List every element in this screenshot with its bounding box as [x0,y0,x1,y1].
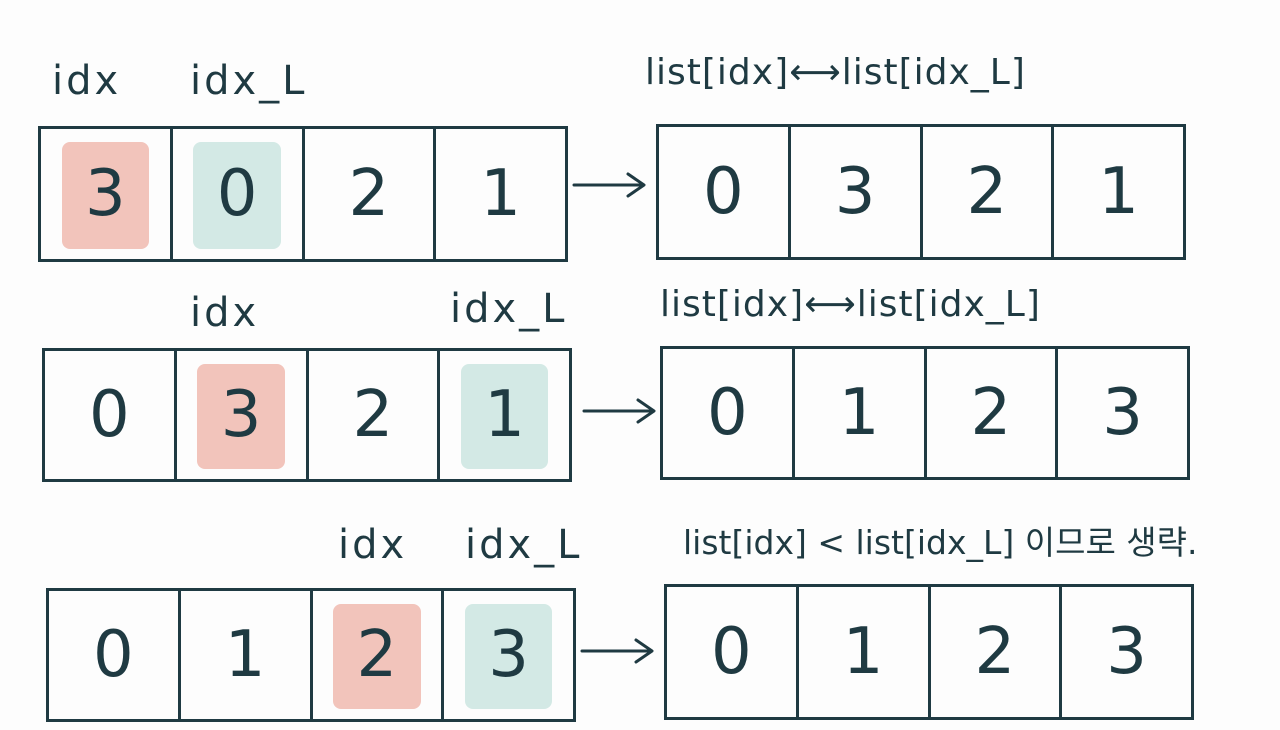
array-cell: 1 [1054,127,1183,257]
array-cell: 0 [663,349,795,477]
idx-l-highlight [193,142,281,249]
cell-value: 2 [348,157,390,231]
array-cell: 3 [444,591,573,719]
array-cell: 3 [177,351,309,479]
idx-highlight [61,142,150,249]
cell-value: 2 [970,376,1012,450]
cell-value: 0 [216,157,258,231]
array-before: 0 1 2 3 [46,588,576,722]
array-cell: 1 [795,349,927,477]
array-cell: 1 [181,591,313,719]
array-cell: 0 [173,129,305,259]
array-cell: 1 [436,129,565,259]
idx-highlight [197,363,285,469]
array-cell: 0 [49,591,181,719]
array-cell: 2 [309,351,441,479]
cell-value: 0 [89,378,130,452]
cell-value: 3 [1106,615,1147,689]
cell-value: 0 [93,618,134,692]
array-before: 3 0 2 1 [38,126,568,262]
array-cell: 2 [931,587,1063,717]
idx-l-label: idx_L [450,286,568,332]
cell-value: 1 [484,378,525,452]
idx-highlight [333,603,421,709]
array-after: 0 1 2 3 [664,584,1194,720]
right-arrow-icon [572,172,646,198]
array-cell: 2 [305,129,437,259]
cell-value: 3 [834,155,876,229]
idx-label: idx [190,290,260,336]
cell-value: 3 [488,618,529,692]
array-cell: 0 [667,587,799,717]
cell-value: 1 [1098,155,1139,229]
array-cell: 1 [440,351,569,479]
array-cell: 3 [791,127,923,257]
cell-value: 1 [838,376,880,450]
idx-l-highlight [460,363,549,469]
array-cell: 2 [927,349,1059,477]
cell-value: 0 [707,376,748,450]
array-cell: 3 [1058,349,1187,477]
idx-l-label: idx_L [190,58,308,104]
idx-l-highlight [464,603,553,709]
cell-value: 2 [352,378,394,452]
cell-value: 2 [356,618,398,692]
array-cell: 3 [1062,587,1191,717]
right-arrow-icon [582,398,656,424]
cell-value: 3 [220,378,262,452]
array-cell: 2 [313,591,445,719]
cell-value: 0 [711,615,752,689]
array-cell: 3 [41,129,173,259]
cell-value: 1 [480,157,521,231]
array-cell: 2 [923,127,1055,257]
array-cell: 1 [799,587,931,717]
swap-caption: list[idx]⟷list[idx_L] [660,284,1041,325]
array-cell: 0 [45,351,177,479]
idx-label: idx [338,522,408,568]
cell-value: 0 [703,155,744,229]
array-after: 0 1 2 3 [660,346,1190,480]
right-arrow-icon [580,638,654,664]
cell-value: 1 [224,618,266,692]
idx-label: idx [52,58,122,104]
cell-value: 3 [1102,376,1143,450]
cell-value: 2 [966,155,1008,229]
cell-value: 1 [842,615,884,689]
array-after: 0 3 2 1 [656,124,1186,260]
cell-value: 2 [974,615,1016,689]
array-before: 0 3 2 1 [42,348,572,482]
cell-value: 3 [85,157,126,231]
array-cell: 0 [659,127,791,257]
skip-caption: list[idx] < list[idx_L] 이므로 생략. [683,523,1198,562]
idx-l-label: idx_L [465,522,583,568]
swap-caption: list[idx]⟷list[idx_L] [645,52,1026,93]
